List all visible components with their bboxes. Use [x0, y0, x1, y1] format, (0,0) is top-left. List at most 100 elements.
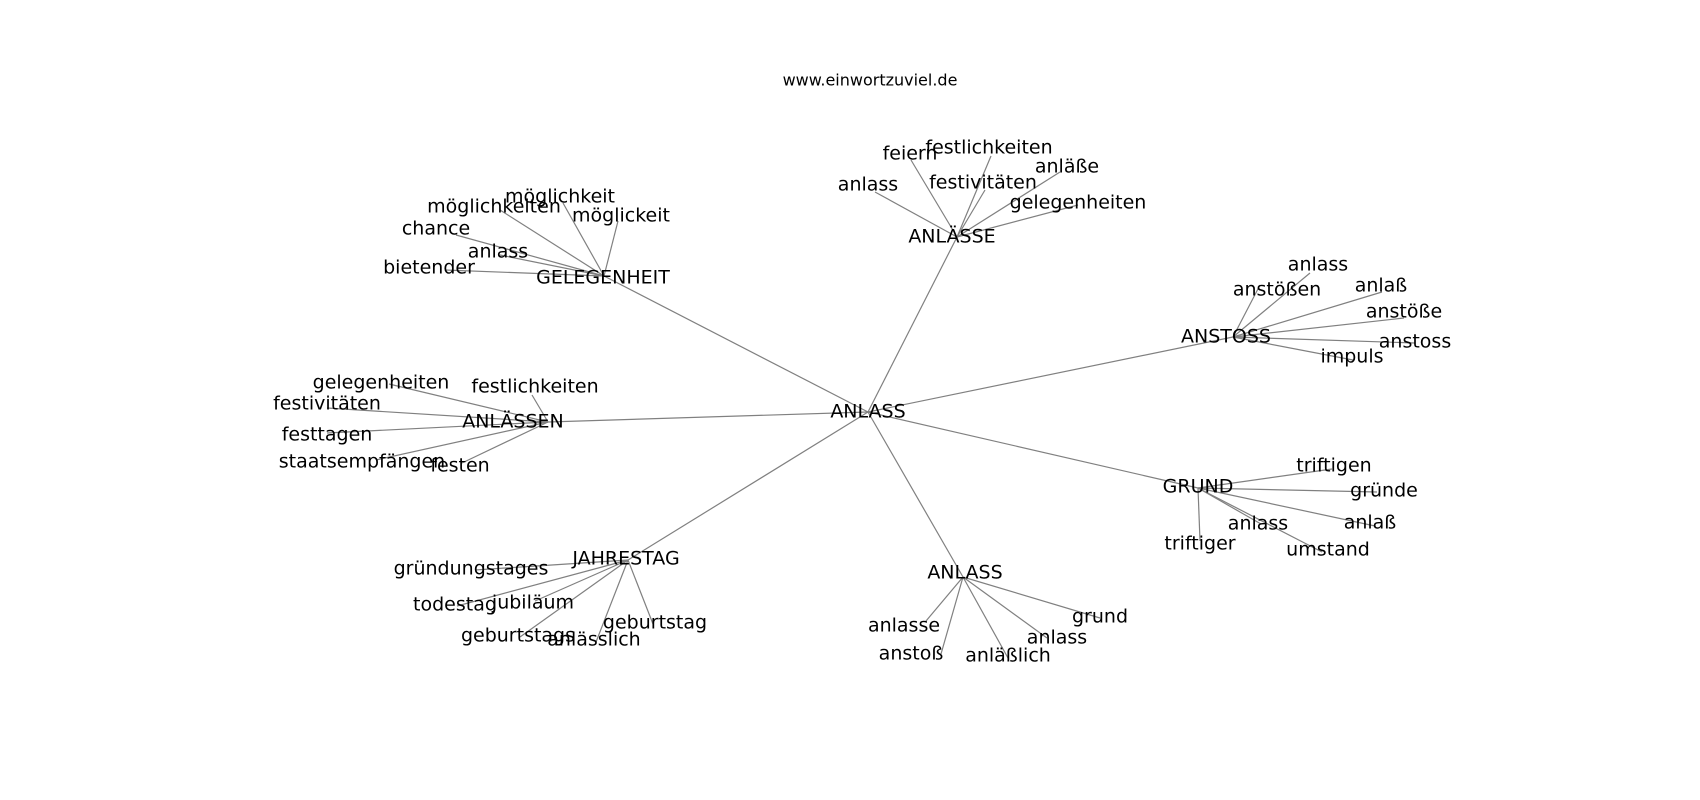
edge-anstoss-word	[1232, 336, 1354, 361]
word-node: triftigen	[1296, 455, 1371, 477]
word-node: anlaß	[1344, 512, 1397, 534]
edge-anlaessen-word	[461, 421, 549, 464]
edge-anlass2-word	[962, 576, 1101, 619]
word-node: festivitäten	[929, 172, 1037, 194]
word-node: anstößen	[1233, 279, 1321, 301]
edge-anlaessen-word	[375, 421, 549, 461]
edge-anlaessen-word	[531, 394, 549, 423]
edge-anlaessen-word	[326, 407, 549, 423]
edge-anlass2-word	[925, 576, 964, 622]
edge-anstoss-word	[1232, 272, 1311, 338]
edge-center-anlaessen	[547, 411, 869, 423]
site-title: www.einwortzuviel.de	[783, 71, 958, 90]
word-node: gelegenheiten	[1010, 192, 1147, 214]
edge-anlaesse-word	[956, 189, 986, 238]
word-node: möglickeit	[572, 205, 670, 227]
word-node: festlichkeiten	[471, 376, 598, 398]
edge-center-anlaesse	[867, 236, 958, 413]
word-node: grund	[1072, 606, 1128, 628]
word-node: todestag	[413, 594, 497, 616]
word-node: anlass	[468, 241, 528, 263]
cluster-node-anlaessen: ANLÄSSEN	[462, 410, 564, 433]
word-node: festen	[430, 455, 489, 477]
word-node: festtagen	[282, 424, 373, 446]
edge-center-gelegenheit	[603, 275, 869, 413]
word-node: impuls	[1320, 346, 1383, 368]
edge-grund-word	[1197, 487, 1376, 527]
edge-grund-word	[1197, 487, 1201, 542]
word-node: möglichkeiten	[427, 196, 561, 218]
word-node: anstoß	[879, 643, 944, 665]
edge-grund-word	[1197, 487, 1323, 553]
edge-anlaesse-word	[956, 155, 992, 238]
word-node: anlaß	[1355, 275, 1408, 297]
edge-anlaessen-word	[388, 383, 549, 423]
word-node: geburtstag	[603, 612, 707, 634]
word-node: bietender	[383, 257, 475, 279]
edge-anlaessen-word	[326, 421, 549, 434]
cluster-node-grund: GRUND	[1163, 476, 1234, 498]
edge-anstoss-word	[1232, 336, 1416, 344]
word-node: anlass	[1228, 513, 1288, 535]
word-node: gründe	[1350, 480, 1418, 502]
word-node: feiern	[883, 143, 938, 165]
word-node: anstoss	[1379, 331, 1451, 353]
edges	[326, 155, 1416, 659]
edge-anlass2-word	[940, 576, 964, 655]
word-node: anlässlich	[547, 629, 640, 651]
edge-jahrestag-word	[456, 559, 629, 607]
cluster-node-gelegenheit: GELEGENHEIT	[536, 267, 670, 289]
word-node: jubiläum	[491, 592, 574, 614]
word-node: anlass	[1027, 627, 1087, 649]
edge-jahrestag-word	[595, 559, 629, 643]
edge-gelegenheit-word	[444, 269, 605, 277]
word-node: gelegenheiten	[313, 372, 450, 394]
edge-center-anstoss	[867, 336, 1234, 413]
word-node: gründungstages	[394, 558, 549, 580]
edge-anlaesse-word	[956, 171, 1061, 238]
edge-gelegenheit-word	[455, 234, 605, 277]
edge-gelegenheit-word	[499, 254, 605, 277]
edge-anstoss-word	[1232, 317, 1405, 338]
edge-anlaesse-word	[910, 159, 958, 238]
word-node: festlichkeiten	[925, 137, 1052, 159]
edge-anlaesse-word	[874, 191, 958, 238]
word-node: anläßlich	[965, 645, 1051, 667]
word-node: anläße	[1035, 156, 1099, 178]
word-node: festivitäten	[273, 393, 381, 415]
edge-jahrestag-word	[627, 559, 654, 625]
edge-center-anlass2	[867, 411, 964, 578]
word-node: chance	[402, 218, 470, 240]
edge-jahrestag-word	[519, 559, 629, 638]
cluster-node-anstoss: ANSTOSS	[1181, 326, 1271, 348]
edge-gelegenheit-word	[499, 209, 605, 277]
edge-jahrestag-word	[534, 559, 629, 602]
word-node: anlass	[1288, 254, 1348, 276]
word-node: geburtstags	[461, 625, 575, 647]
word-node: anstöße	[1366, 301, 1442, 323]
word-node: möglichkeit	[505, 186, 615, 208]
edge-center-grund	[867, 411, 1199, 489]
word-node: triftiger	[1164, 533, 1235, 555]
edge-anstoss-word	[1232, 284, 1261, 338]
word-node: staatsempfängen	[279, 451, 445, 473]
word-node: umstand	[1286, 539, 1370, 561]
edge-anlass2-word	[962, 576, 1009, 659]
edge-grund-word	[1197, 487, 1378, 493]
edge-anlaesse-word	[956, 204, 1079, 238]
center-node-label: ANLASS	[830, 401, 905, 423]
edge-anlass2-word	[962, 576, 1048, 639]
edge-gelegenheit-word	[562, 202, 605, 277]
cluster-node-jahrestag: JAHRESTAG	[571, 548, 679, 570]
edge-grund-word	[1197, 468, 1333, 489]
labels: ANLASSANLÄSSEfeiernfestlichkeitenanläßea…	[273, 137, 1451, 667]
edge-jahrestag-word	[474, 559, 629, 571]
edge-center-jahrestag	[627, 411, 869, 561]
cluster-node-anlaesse: ANLÄSSE	[908, 225, 995, 248]
edge-gelegenheit-word	[603, 220, 619, 277]
edge-anstoss-word	[1232, 291, 1383, 338]
cluster-node-anlass2: ANLASS	[927, 562, 1002, 584]
word-node: anlasse	[868, 615, 940, 637]
word-node: anlass	[838, 174, 898, 196]
